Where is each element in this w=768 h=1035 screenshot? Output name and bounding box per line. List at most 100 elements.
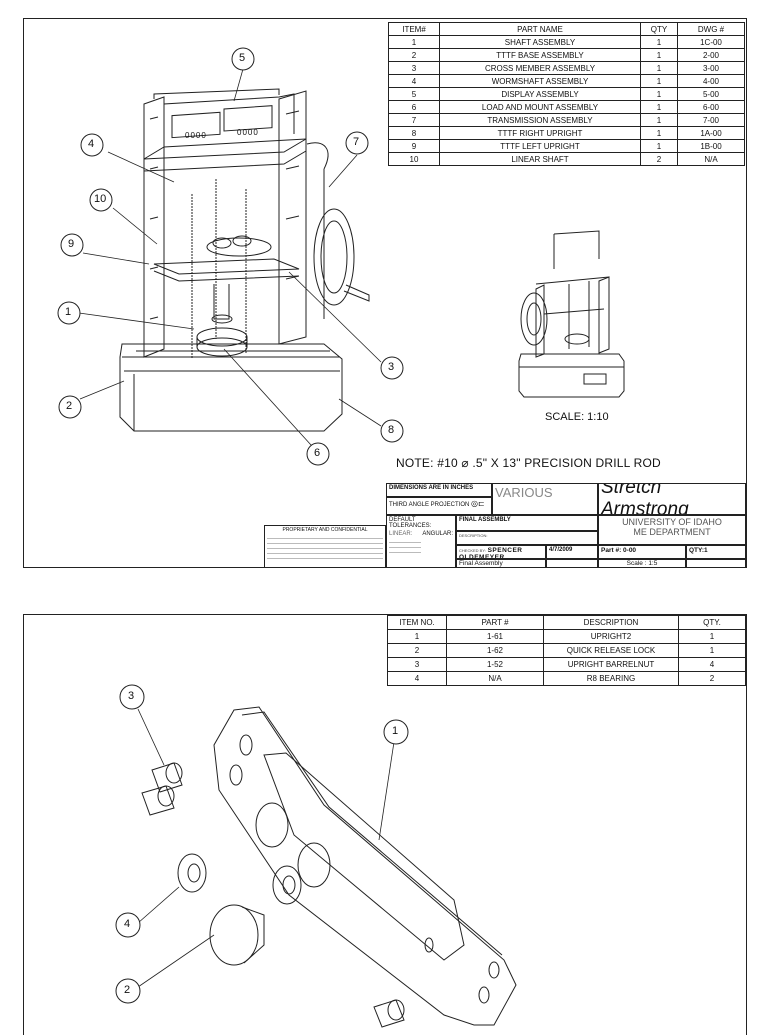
table-cell: SHAFT ASSEMBLY (439, 35, 641, 49)
sheet-number-cell (686, 559, 746, 567)
university-name: UNIVERSITY OF IDAHO (622, 517, 722, 527)
table-cell: 1B-00 (677, 139, 745, 153)
display-left-digits: 0000 (185, 131, 207, 140)
scale-label: SCALE: 1:10 (545, 411, 609, 423)
table-cell: TTTF BASE ASSEMBLY (439, 48, 641, 62)
balloon-label-5: 5 (239, 52, 246, 64)
projection-cell: THIRD ANGLE PROJECTION ◎⊏ (386, 497, 492, 515)
table-cell: 5-00 (677, 87, 745, 101)
dimensions-note: DIMENSIONS ARE IN INCHES (386, 483, 492, 497)
table-cell: 1 (388, 35, 440, 49)
table-header-row: ITEM# PART NAME QTY DWG # (388, 22, 745, 36)
drill-rod-note: NOTE: #10 ⌀ .5" X 13" PRECISION DRILL RO… (396, 456, 661, 470)
base-assembly-drawing (119, 343, 343, 432)
balloon-7 (345, 131, 369, 155)
table-cell: 1 (640, 139, 678, 153)
display-right-digits: 0000 (237, 128, 259, 137)
balloon-label-1: 1 (392, 725, 399, 737)
balloon-label-6: 6 (314, 447, 321, 459)
table-cell: DISPLAY ASSEMBLY (439, 87, 641, 101)
balloon-label-4: 4 (88, 138, 95, 150)
description-value: FINAL ASSEMBLY (459, 517, 511, 523)
balloon-10 (89, 188, 113, 212)
proprietary-fine-print (267, 535, 383, 559)
date-cell: 4/7/2009 (546, 545, 598, 559)
upright-plate-drawing (213, 706, 517, 1026)
upright-exploded-drawing (115, 684, 517, 1028)
column-header-item: ITEM# (388, 22, 440, 36)
checked-by-cell: CHECKED BY: SPENCER OLDEMEYER (456, 545, 546, 559)
quick-release-drawing (209, 904, 265, 966)
table-cell: 1A-00 (677, 126, 745, 140)
load-mount-drawing (196, 284, 248, 357)
table-cell: CROSS MEMBER ASSEMBLY (439, 61, 641, 75)
department-name: ME DEPARTMENT (633, 527, 711, 537)
table-cell: 4 (388, 74, 440, 88)
table-cell: 6-00 (677, 100, 745, 114)
checked-by-value: SPENCER OLDEMEYER (459, 547, 523, 559)
table-cell: R8 BEARING (543, 671, 679, 686)
tolerance-values (389, 539, 453, 553)
column-header-dwg: DWG # (677, 22, 745, 36)
balloon-3 (119, 684, 145, 710)
checked-by-label: CHECKED BY: (459, 548, 486, 553)
table-cell: LINEAR SHAFT (439, 152, 641, 166)
description-label-cell: DESCRIPTION: (456, 531, 598, 545)
assembly-isometric-drawing (57, 47, 625, 466)
project-title-cell: Stretch Armstrong (598, 483, 746, 515)
material-value: VARIOUS (495, 485, 553, 500)
table-cell: 1 (640, 61, 678, 75)
projection-symbol-icon: ◎⊏ (471, 499, 485, 508)
scale-cell: Scale : 1:5 (598, 559, 686, 567)
balloon-label-2: 2 (124, 984, 131, 996)
table-cell: 1 (640, 87, 678, 101)
barrel-nuts-drawing (141, 762, 405, 1028)
table-cell: 8 (388, 126, 440, 140)
balloon-label-10: 10 (94, 193, 107, 205)
balloon-leaders (137, 708, 395, 988)
table-cell: 2-00 (677, 48, 745, 62)
balloon-label-1: 1 (65, 306, 72, 318)
balloon-1 (383, 719, 409, 745)
balloon-label-3: 3 (388, 361, 395, 373)
projection-label: THIRD ANGLE PROJECTION (389, 502, 470, 508)
solidworks-cell (546, 559, 598, 567)
balloon-9 (60, 233, 84, 257)
drawing-sheet-final-assembly: 5 4 7 10 9 1 2 3 8 6 0000 0000 ITEM# PAR… (23, 18, 747, 568)
balloon-label-2: 2 (66, 400, 73, 412)
table-cell: LOAD AND MOUNT ASSEMBLY (439, 100, 641, 114)
table-cell: TTTF RIGHT UPRIGHT (439, 126, 641, 140)
table-cell: 3-00 (677, 61, 745, 75)
balloon-6 (306, 442, 330, 466)
handwheel-drawing (306, 142, 370, 319)
balloon-label-4: 4 (124, 918, 131, 930)
balloon-4 (80, 133, 104, 157)
balloon-label-7: 7 (353, 136, 360, 148)
balloon-label-8: 8 (388, 424, 395, 436)
table-cell: 2 (388, 48, 440, 62)
linear-label: LINEAR: (389, 531, 413, 537)
project-title: Stretch Armstrong (601, 483, 689, 515)
balloon-3 (380, 356, 404, 380)
table-cell: N/A (677, 152, 745, 166)
proprietary-title: PROPRIETARY AND CONFIDENTIAL (282, 527, 368, 533)
proprietary-block: PROPRIETARY AND CONFIDENTIAL (264, 525, 386, 567)
table-cell: 1 (640, 74, 678, 88)
scale-view-drawing (518, 230, 625, 398)
qty-cell: QTY:1 (686, 545, 746, 559)
tolerances-label: DEFAULT TOLERANCES: (389, 517, 432, 529)
material-cell: VARIOUS (492, 483, 598, 515)
part-number-cell: Part #: 0-00 (598, 545, 686, 559)
